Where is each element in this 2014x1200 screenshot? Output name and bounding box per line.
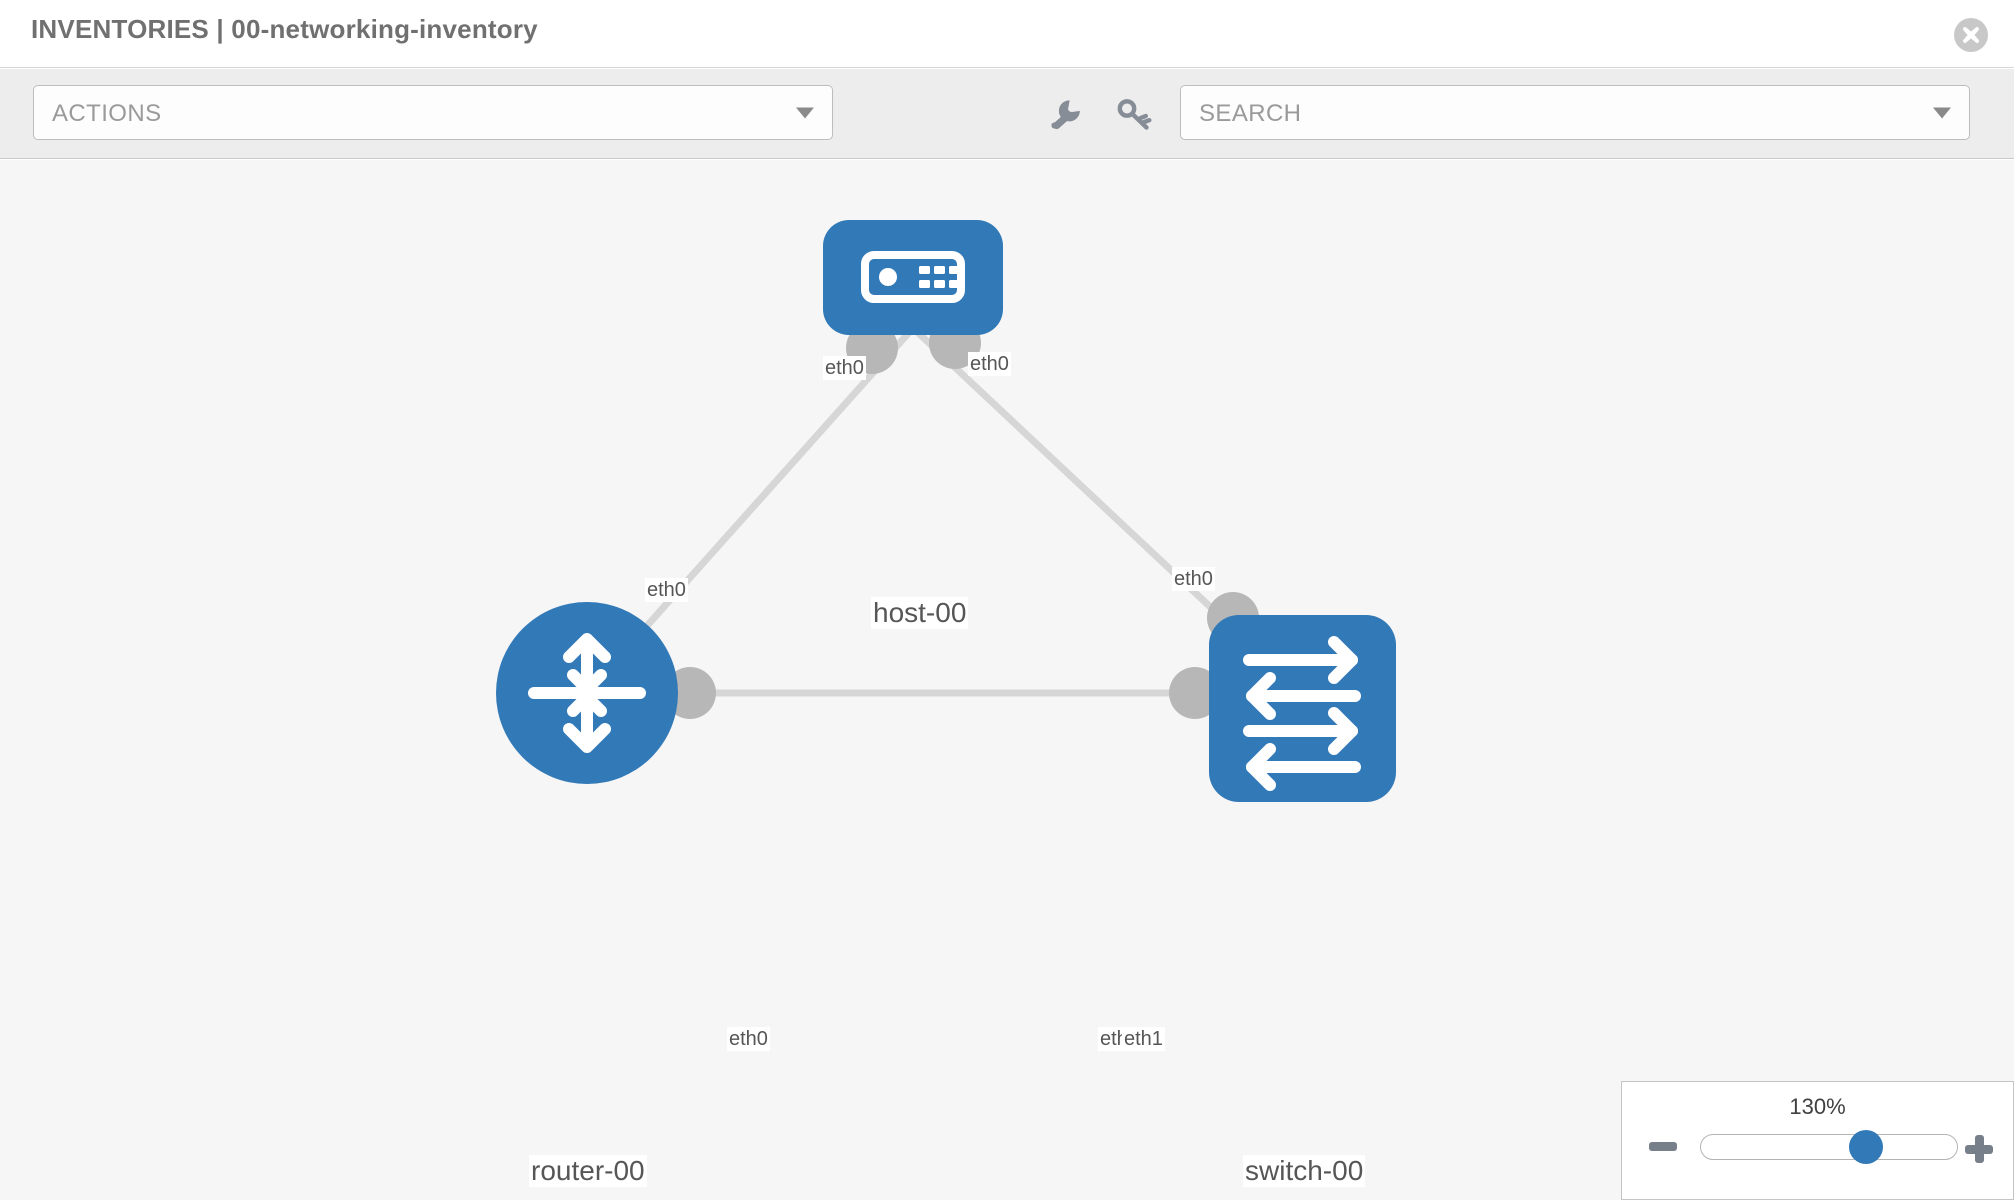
page-header: INVENTORIES | 00-networking-inventory <box>0 0 2014 68</box>
topology-canvas[interactable]: eth0 eth0 eth0 eth0 eth0 eth0 eth1 host-… <box>0 160 2014 1200</box>
node-router-00 <box>496 602 678 784</box>
zoom-level-label: 130% <box>1789 1094 1846 1119</box>
topology-links <box>584 325 1305 697</box>
server-icon-leds <box>919 266 960 288</box>
iface-label: eth0 <box>727 1027 770 1051</box>
node-label-router: router-00 <box>529 1155 647 1187</box>
node-host-00 <box>823 220 1003 335</box>
zoom-slider-thumb[interactable] <box>1848 1130 1883 1164</box>
page-title: INVENTORIES | 00-networking-inventory <box>31 14 538 44</box>
chevron-down-icon <box>796 107 814 118</box>
plus-icon[interactable] <box>1965 1135 1993 1163</box>
iface-label: eth0 <box>645 578 688 602</box>
actions-dropdown[interactable]: ACTIONS <box>33 85 833 140</box>
zoom-control-panel: 130% <box>1621 1081 2014 1200</box>
search-input[interactable]: SEARCH <box>1180 85 1970 140</box>
iface-label: eth1 <box>1122 1027 1165 1051</box>
chevron-down-icon[interactable] <box>1933 107 1951 118</box>
search-placeholder: SEARCH <box>1199 100 1302 127</box>
wrench-icon[interactable] <box>1043 92 1087 136</box>
close-icon[interactable] <box>1954 18 1988 52</box>
iface-label: eth0 <box>968 352 1011 376</box>
port-switch-left <box>1169 667 1221 719</box>
zoom-slider[interactable] <box>1700 1130 1958 1164</box>
server-icon <box>861 251 965 303</box>
switch-arrows-icon <box>1243 636 1361 791</box>
node-label-host: host-00 <box>871 597 969 629</box>
node-label-switch: switch-00 <box>1243 1155 1366 1187</box>
key-icon[interactable] <box>1111 92 1155 136</box>
actions-dropdown-label: ACTIONS <box>52 100 162 127</box>
iface-label: eth0 <box>1172 567 1215 591</box>
zoom-slider-row <box>1622 1130 2013 1174</box>
iface-label: eth0 <box>823 356 866 380</box>
minus-icon[interactable] <box>1649 1142 1677 1151</box>
node-switch-00 <box>1209 615 1396 802</box>
router-arrows-icon <box>528 633 646 753</box>
